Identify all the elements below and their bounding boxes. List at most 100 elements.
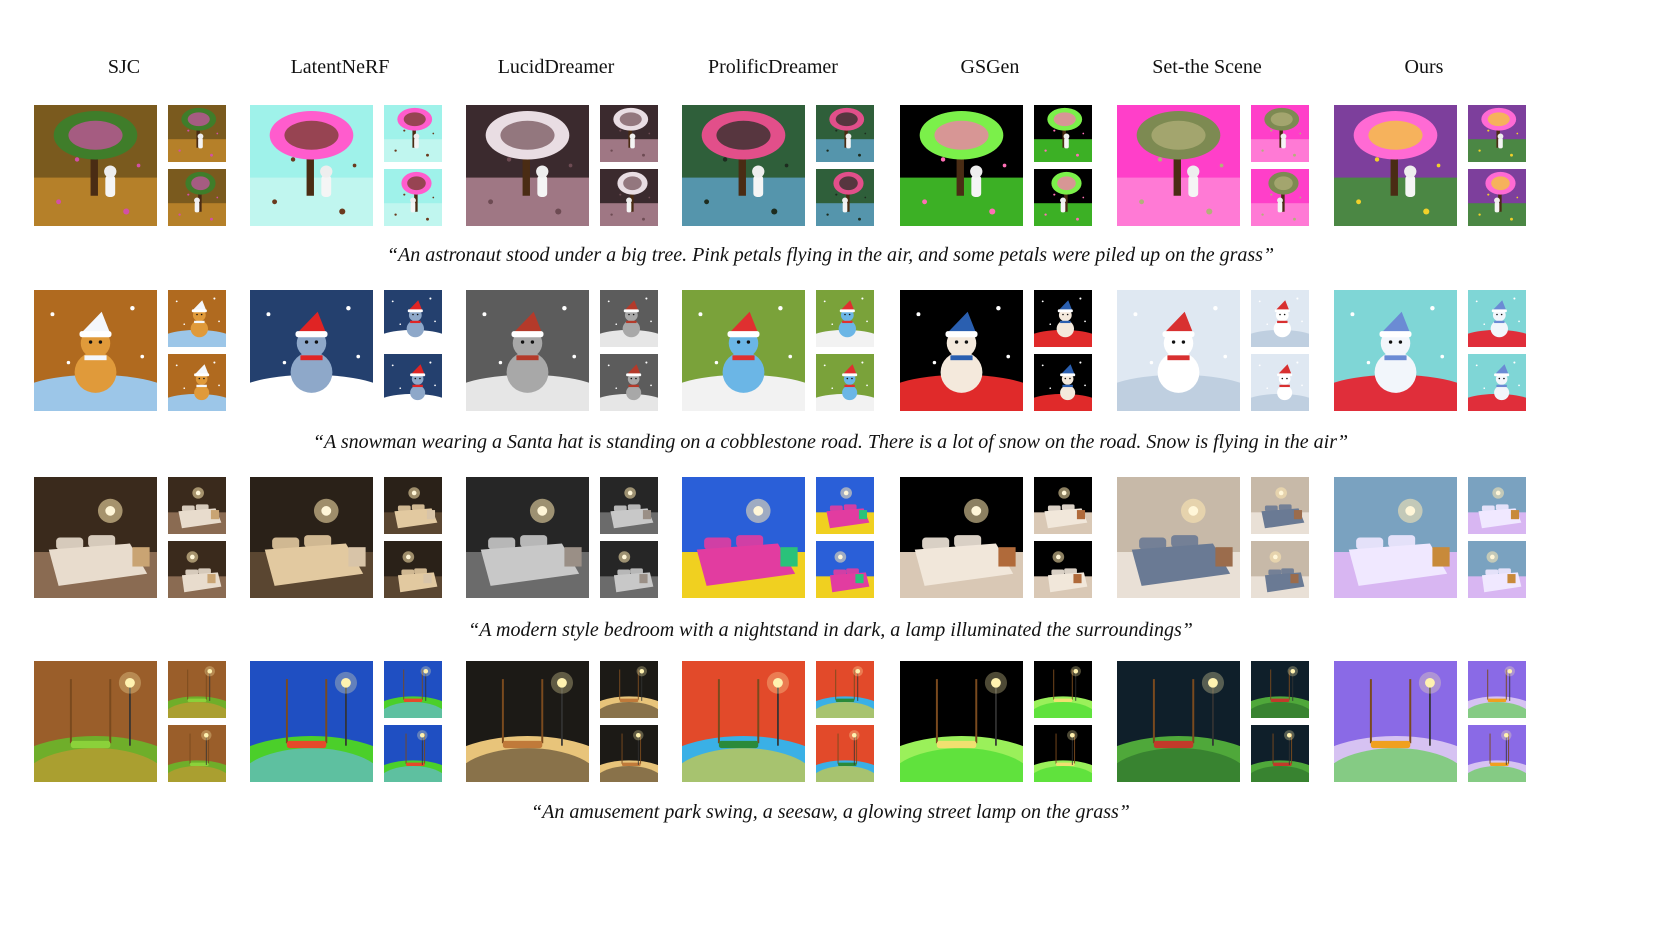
side-view-image-bottom (1034, 541, 1092, 598)
side-view-image-bottom (816, 169, 874, 226)
side-view-image-bottom (384, 354, 442, 411)
result-cell (250, 290, 442, 411)
result-cell (250, 661, 442, 782)
method-header: LatentNeRF (290, 56, 390, 78)
main-view-image (34, 661, 157, 782)
side-view-image-top (1468, 477, 1526, 534)
result-cell (682, 290, 874, 411)
result-cell (1117, 290, 1309, 411)
result-cell (900, 477, 1092, 598)
result-cell (1117, 661, 1309, 782)
side-view-image-top (384, 477, 442, 534)
side-view-image-top (1251, 661, 1309, 718)
method-header: ProlificDreamer (708, 56, 838, 78)
main-view-image (1334, 290, 1457, 411)
side-view-image-top (1468, 661, 1526, 718)
side-view-image-bottom (384, 169, 442, 226)
result-cell (34, 477, 226, 598)
side-view-image-top (1034, 290, 1092, 347)
side-view-image-bottom (1251, 725, 1309, 782)
result-cell (34, 290, 226, 411)
main-view-image (250, 105, 373, 226)
side-view-image-bottom (600, 725, 658, 782)
side-view-image-bottom (1251, 169, 1309, 226)
side-view-image-top (384, 105, 442, 162)
method-header: LucidDreamer (497, 56, 615, 78)
main-view-image (900, 105, 1023, 226)
main-view-image (682, 105, 805, 226)
result-cell (1117, 105, 1309, 226)
side-view-image-top (600, 477, 658, 534)
method-header: Ours (1404, 56, 1444, 78)
prompt-caption: “A modern style bedroom with a nightstan… (468, 619, 1193, 641)
side-view-image-top (168, 105, 226, 162)
side-view-image-bottom (1468, 541, 1526, 598)
side-view-image-top (168, 290, 226, 347)
side-view-image-bottom (1468, 725, 1526, 782)
main-view-image (466, 661, 589, 782)
result-cell (466, 661, 658, 782)
side-view-image-bottom (168, 169, 226, 226)
side-view-image-bottom (816, 541, 874, 598)
side-view-image-bottom (600, 169, 658, 226)
side-view-image-top (816, 290, 874, 347)
prompt-caption: “An amusement park swing, a seesaw, a gl… (531, 801, 1130, 823)
main-view-image (1117, 477, 1240, 598)
result-cell (34, 105, 226, 226)
side-view-image-top (1034, 105, 1092, 162)
side-view-image-top (816, 661, 874, 718)
main-view-image (900, 661, 1023, 782)
side-view-image-top (1468, 290, 1526, 347)
prompt-caption: “A snowman wearing a Santa hat is standi… (312, 431, 1349, 453)
side-view-image-bottom (1468, 169, 1526, 226)
main-view-image (250, 477, 373, 598)
side-view-image-top (168, 661, 226, 718)
main-view-image (250, 661, 373, 782)
main-view-image (1117, 105, 1240, 226)
method-header: Set-the Scene (1152, 56, 1262, 78)
side-view-image-bottom (384, 541, 442, 598)
main-view-image (34, 477, 157, 598)
main-view-image (682, 477, 805, 598)
side-view-image-bottom (384, 725, 442, 782)
main-view-image (1117, 290, 1240, 411)
side-view-image-top (168, 477, 226, 534)
result-cell (1334, 290, 1526, 411)
side-view-image-bottom (600, 541, 658, 598)
side-view-image-bottom (1034, 354, 1092, 411)
result-cell (466, 105, 658, 226)
result-cell (900, 290, 1092, 411)
side-view-image-bottom (168, 354, 226, 411)
main-view-image (900, 477, 1023, 598)
main-view-image (682, 290, 805, 411)
result-cell (1334, 661, 1526, 782)
result-cell (250, 105, 442, 226)
main-view-image (900, 290, 1023, 411)
result-cell (682, 105, 874, 226)
method-header: SJC (107, 56, 141, 78)
side-view-image-top (1034, 661, 1092, 718)
side-view-image-top (600, 290, 658, 347)
result-cell (682, 477, 874, 598)
main-view-image (34, 105, 157, 226)
side-view-image-bottom (1034, 169, 1092, 226)
result-cell (466, 290, 658, 411)
result-cell (466, 477, 658, 598)
side-view-image-top (1034, 477, 1092, 534)
side-view-image-top (600, 661, 658, 718)
result-cell (900, 661, 1092, 782)
side-view-image-bottom (1034, 725, 1092, 782)
result-cell (1334, 105, 1526, 226)
result-cell (1117, 477, 1309, 598)
side-view-image-bottom (816, 725, 874, 782)
side-view-image-top (816, 477, 874, 534)
result-cell (682, 661, 874, 782)
side-view-image-bottom (1251, 354, 1309, 411)
side-view-image-top (1468, 105, 1526, 162)
side-view-image-bottom (600, 354, 658, 411)
main-view-image (34, 290, 157, 411)
main-view-image (682, 661, 805, 782)
result-cell (34, 661, 226, 782)
side-view-image-bottom (1468, 354, 1526, 411)
method-header: GSGen (960, 56, 1020, 78)
